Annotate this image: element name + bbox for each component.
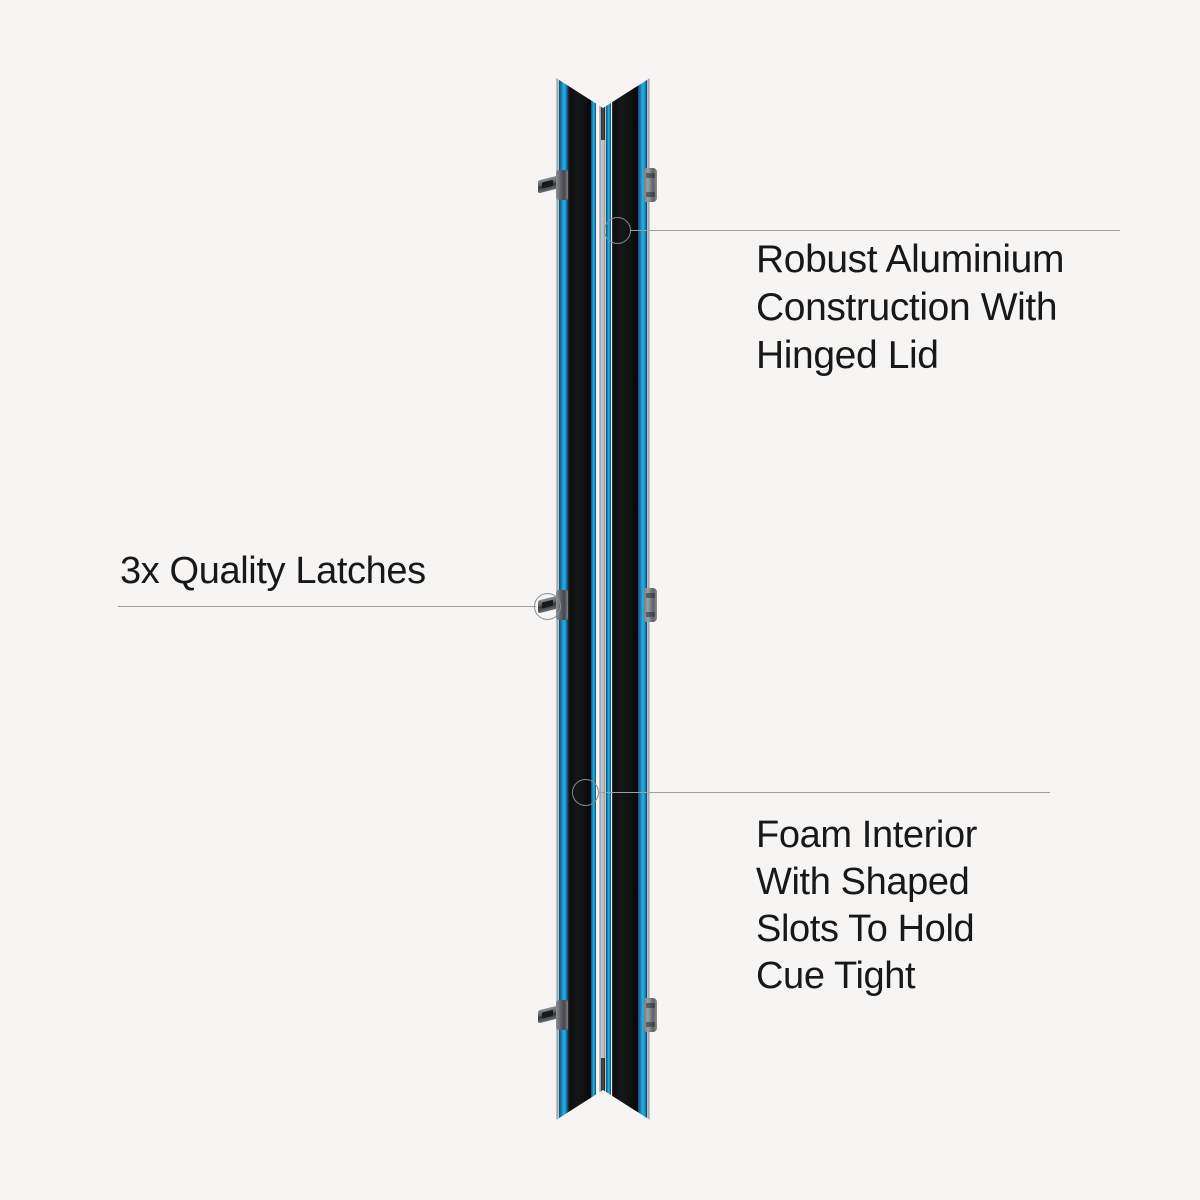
callout-line: Robust Aluminium xyxy=(756,238,1065,281)
blue-strip-right-outer xyxy=(638,78,647,1120)
callout-leader-foam-interior xyxy=(598,792,1050,793)
callout-leader-robust-aluminium xyxy=(630,230,1120,231)
callout-leader-quality-latches xyxy=(118,606,536,607)
case-top-ridge xyxy=(601,104,605,140)
case-rim-right-inner xyxy=(603,78,606,1120)
case-face-left xyxy=(568,78,591,1120)
callout-line: Construction With xyxy=(756,286,1058,329)
callout-marker-robust-aluminium xyxy=(604,217,631,244)
callout-line: 3x Quality Latches xyxy=(120,550,426,592)
callout-text-foam-interior: Foam Interior With Shaped Slots To Hold … xyxy=(756,812,977,1000)
case-rim-left-inner xyxy=(599,78,602,1120)
case-face-right xyxy=(612,78,638,1120)
callout-marker-quality-latches xyxy=(534,593,561,620)
blue-strip-left-inner xyxy=(591,78,596,1120)
cue-case-illustration xyxy=(538,78,657,1120)
face-sheen-left xyxy=(568,78,570,1120)
callout-line: Slots To Hold xyxy=(756,908,975,950)
blue-strip-right-inner xyxy=(606,78,611,1120)
callout-text-quality-latches: 3x Quality Latches xyxy=(120,548,426,595)
latch-body-top xyxy=(556,170,568,200)
face-sheen-right xyxy=(612,78,614,1120)
callout-line: Hinged Lid xyxy=(756,334,939,377)
hinge-top xyxy=(644,168,657,202)
callout-line: With Shaped xyxy=(756,861,970,903)
case-bottom-ridge xyxy=(601,1058,605,1094)
callout-line: Foam Interior xyxy=(756,814,978,856)
hinge-bottom xyxy=(644,998,657,1032)
latch-body-bottom xyxy=(556,1000,568,1030)
case-centre-seam xyxy=(602,78,603,1120)
latch-bottom xyxy=(538,1000,568,1030)
callout-text-robust-aluminium: Robust Aluminium Construction With Hinge… xyxy=(756,236,1064,380)
latch-clasp-top xyxy=(538,175,558,194)
latch-clasp-bottom xyxy=(538,1005,558,1024)
hinge-middle xyxy=(644,588,657,622)
latch-top xyxy=(538,170,568,200)
callout-line: Cue Tight xyxy=(756,955,916,997)
callout-marker-foam-interior xyxy=(572,779,599,806)
